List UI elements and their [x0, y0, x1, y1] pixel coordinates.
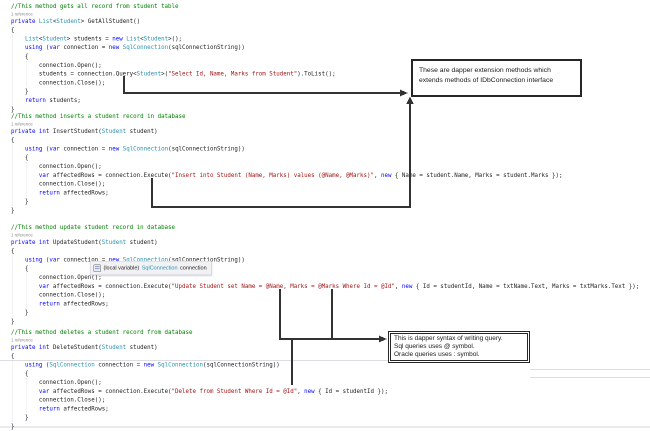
code-line: private int DeleteStudent(Student studen… [11, 343, 158, 351]
code-line: connection.Open(); [11, 378, 102, 386]
code-line: students = connection.Query<Student>("Se… [11, 70, 336, 78]
code-line: var affectedRows = connection.Execute("U… [38, 282, 640, 290]
code-line: return students; [24, 96, 81, 104]
divider-line [0, 426, 650, 428]
code-line: } [11, 317, 15, 325]
indent-guide [12, 34, 13, 105]
code-line: connection.Close(); [11, 291, 106, 299]
code-line: //This method deletes a student record f… [11, 328, 193, 336]
code-line: using (SqlConnection connection = new Sq… [24, 360, 280, 368]
divider-line [530, 377, 650, 378]
code-line: var affectedRows = connection.Execute("D… [38, 387, 388, 395]
code-line: } [11, 422, 15, 430]
code-line: { [11, 136, 15, 144]
code-line: { [11, 369, 29, 377]
callout-text-line: extends methods of IDbConnection interfa… [419, 77, 554, 85]
codelens-references[interactable]: 1 reference [11, 232, 33, 238]
code-line: { [11, 153, 29, 161]
code-line: using (var connection = new SqlConnectio… [24, 43, 245, 51]
codelens-references[interactable]: 1 reference [11, 11, 33, 17]
code-line: { [11, 264, 29, 272]
code-line: //This method update student record in d… [11, 223, 176, 231]
local-variable-icon [93, 264, 101, 272]
callout-text-line: These are dapper extension methods which [419, 67, 551, 74]
code-line: { [11, 352, 15, 360]
code-line: } [11, 87, 29, 95]
tooltip-text: (local variable) [103, 265, 140, 271]
code-line: using (var connection = new SqlConnectio… [24, 144, 245, 152]
indent-guide [26, 162, 27, 198]
code-line: using (var connection = new SqlConnectio… [24, 255, 245, 263]
code-line: connection.Close(); [11, 396, 106, 404]
code-line: connection.Open(); [11, 162, 102, 170]
codelens-references[interactable]: 1 reference [11, 337, 33, 343]
code-line: connection.Open(); [11, 61, 102, 69]
quickinfo-tooltip: (local variable) SqlConnection connectio… [90, 261, 212, 275]
code-line: connection.Close(); [11, 78, 106, 86]
tooltip-type-name: SqlConnection [141, 265, 178, 271]
code-line: var affectedRows = connection.Execute("I… [38, 171, 563, 179]
indent-guide [26, 60, 27, 88]
code-line: } [11, 105, 15, 113]
code-line: //This method inserts a student record i… [11, 112, 186, 120]
code-line: } [11, 308, 29, 316]
divider-line [530, 369, 650, 370]
codelens-references[interactable]: 1 reference [11, 121, 33, 127]
indent-guide [26, 273, 27, 309]
tooltip-text: connection [180, 265, 207, 271]
indent-guide [12, 144, 13, 206]
callout-dapper-query-syntax: This is dapper syntax of writing query. … [388, 331, 530, 363]
code-line: return affectedRows; [38, 299, 109, 307]
code-line: return affectedRows; [38, 188, 109, 196]
code-line: } [11, 206, 15, 214]
callout-dapper-extension-methods: These are dapper extension methods which… [411, 59, 582, 97]
indent-guide [12, 255, 13, 317]
code-line: return affectedRows; [38, 404, 109, 412]
callout-text-line: Oracle queries uses : symbol. [394, 351, 480, 359]
code-line: } [11, 197, 29, 205]
code-line: //This method gets all record from stude… [11, 2, 179, 10]
code-line: connection.Close(); [11, 180, 106, 188]
code-line: connection.Open(); [11, 273, 102, 281]
callout-text-line: This is dapper syntax of writing query. [394, 335, 503, 342]
code-line: private int UpdateStudent(Student studen… [11, 238, 158, 246]
code-line: private int InsertStudent(Student studen… [11, 127, 158, 135]
indent-guide [12, 360, 13, 422]
code-line: private List<Student> GetAllStudent() [11, 17, 141, 25]
code-line: { [11, 26, 15, 34]
callout-text-line: Sql queries uses @ symbol. [394, 343, 475, 351]
code-line: { [11, 52, 29, 60]
indent-guide [26, 378, 27, 414]
code-line: List<Student> students = new List<Studen… [24, 34, 183, 42]
divider-line [0, 360, 388, 361]
code-line: { [11, 247, 15, 255]
code-line: } [11, 413, 29, 421]
